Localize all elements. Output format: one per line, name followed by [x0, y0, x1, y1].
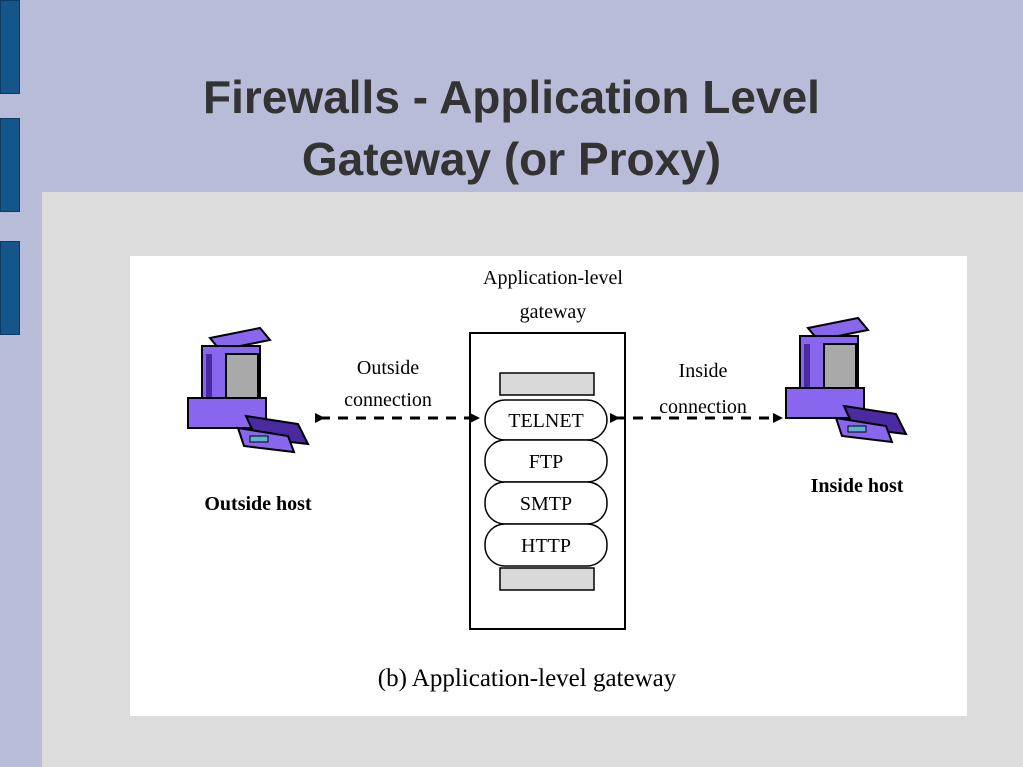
- slide-tab-marker-1: [0, 0, 20, 94]
- slide-title-line-1: Firewalls - Application Level: [203, 71, 820, 123]
- slide-title-line-2: Gateway (or Proxy): [301, 133, 722, 185]
- outside-host-computer-icon: [187, 326, 310, 454]
- diagram-caption: (b) Application-level gateway: [378, 665, 677, 692]
- slide-title: Firewalls - Application Level Gateway (o…: [0, 66, 1023, 190]
- slide-tab-marker-2: [0, 118, 20, 212]
- gateway-label-line-2: gateway: [520, 301, 587, 323]
- gateway-label-line-1: Application-level: [483, 267, 623, 289]
- inside-host-label: Inside host: [811, 475, 904, 497]
- outside-connection-label-line-1: Outside: [357, 357, 419, 379]
- protocol-label-smtp: SMTP: [520, 493, 572, 515]
- gateway-bottom-bar: [499, 567, 595, 591]
- slide-tab-marker-3: [0, 241, 20, 335]
- protocol-pill-http: [484, 523, 608, 567]
- protocol-label-telnet: TELNET: [508, 410, 584, 432]
- gateway-diagram-svg: Application-level gateway TELNET FTP SMT…: [187, 267, 908, 692]
- gateway-top-bar: [499, 372, 595, 396]
- outside-host-label: Outside host: [204, 493, 312, 515]
- inside-host-computer-icon: [785, 316, 908, 444]
- inside-connection-label-line-2: connection: [659, 396, 747, 418]
- inside-connection-label-line-1: Inside: [679, 360, 728, 382]
- outside-connection-label-line-2: connection: [344, 389, 432, 411]
- protocol-label-ftp: FTP: [529, 451, 563, 473]
- gateway-diagram: Application-level gateway TELNET FTP SMT…: [130, 256, 967, 716]
- protocol-label-http: HTTP: [521, 535, 571, 557]
